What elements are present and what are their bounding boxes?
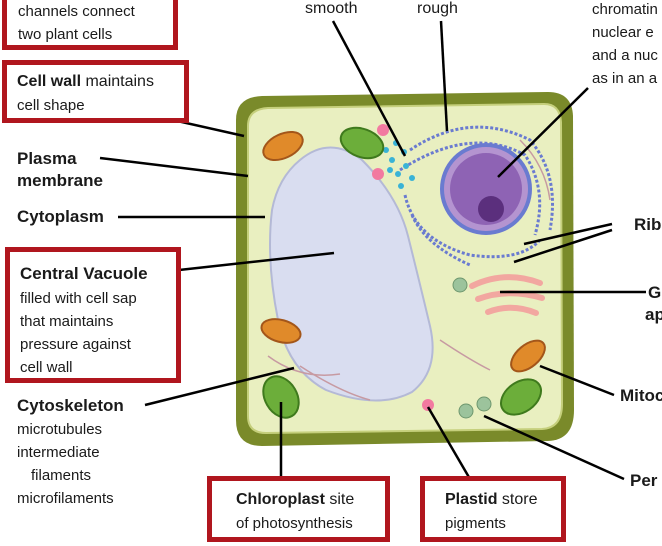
nucleus-text-line4: as in an a [592, 70, 658, 87]
plastid-mid [372, 168, 384, 180]
box-top-left: channels connect two plant cells [2, 0, 178, 50]
chloroplast-bottom-right [500, 378, 542, 416]
peroxisome-a [458, 403, 474, 419]
central-vacuole-line4: cell wall [20, 359, 73, 376]
ribosomes-label: Rib [634, 215, 662, 234]
golgi-apparatus [469, 274, 545, 316]
golgi-label-line2: ap [645, 305, 662, 324]
smooth-er-label: smooth [305, 0, 358, 17]
leader-lines [99, 20, 646, 481]
plastid-label: Plastid store [445, 489, 537, 510]
chloroplast-bottom-left [262, 375, 300, 419]
cytoskeleton-line4: microfilaments [17, 490, 114, 507]
plasma-membrane-line2: membrane [17, 171, 103, 190]
central-vacuole-line2: that maintains [20, 313, 114, 330]
plasma-membrane-line1: Plasma [17, 149, 77, 168]
golgi-label-line1: G [648, 283, 662, 302]
mitochondrion-left [260, 318, 302, 344]
rough-er [399, 125, 554, 267]
rough-er-label: rough [417, 0, 458, 17]
chloroplast-desc1: site [324, 491, 355, 508]
chloroplast-top [339, 126, 385, 160]
cytoskeleton-fibers [267, 139, 551, 401]
plastid-desc2: pigments [445, 515, 506, 532]
top-left-line1: channels connect [18, 3, 135, 20]
top-left-line2: two plant cells [18, 26, 113, 43]
nucleus-text-line3: and a nuc [592, 47, 658, 64]
central-vacuole-line3: pressure against [20, 336, 131, 353]
nucleus-text-line2: nuclear e [592, 24, 654, 41]
mitochondrion-top [262, 130, 304, 162]
peroxisome-label: Per [630, 471, 658, 490]
plastid-bottom [422, 399, 434, 411]
plasma-membrane-label: Plasma membrane [17, 148, 103, 192]
cytoskeleton-line3: filaments [31, 467, 92, 484]
plastid-top [377, 124, 389, 136]
box-cell-wall: Cell wall maintains cell shape [2, 60, 189, 123]
cytoskeleton-line1: microtubules [17, 421, 103, 438]
chloroplast-title: Chloroplast [236, 491, 325, 508]
central-vacuole [269, 146, 434, 402]
nucleus-text-line1: chromatin [592, 1, 658, 18]
box-central-vacuole: Central Vacuole filled with cell sap tha… [5, 247, 181, 383]
plastid-desc1: store [497, 491, 538, 508]
cell-wall-label: Cell wall maintains [17, 71, 154, 92]
mitochondrion-right [510, 339, 546, 373]
cell-wall-desc2: cell shape [17, 97, 85, 114]
chloroplast-label: Chloroplast site [236, 489, 354, 510]
box-plastid: Plastid store pigments [420, 476, 566, 542]
nucleolus [478, 196, 504, 222]
peroxisome-b [476, 396, 492, 412]
plastid-title: Plastid [445, 491, 498, 508]
mitochondria-label: Mitoc [620, 386, 662, 405]
chloroplast-desc2: of photosynthesis [236, 515, 353, 532]
cytoskeleton-title: Cytoskeleton [17, 396, 124, 415]
cell-wall-title: Cell wall [17, 73, 82, 90]
peroxisome-c [452, 277, 468, 293]
box-chloroplast: Chloroplast site of photosynthesis [207, 476, 390, 542]
central-vacuole-line1: filled with cell sap [20, 290, 137, 307]
cytoplasm-label: Cytoplasm [17, 207, 104, 226]
cytoskeleton-line2: intermediate [17, 444, 100, 461]
central-vacuole-title: Central Vacuole [20, 264, 148, 283]
cell-wall-desc1: maintains [81, 73, 154, 90]
